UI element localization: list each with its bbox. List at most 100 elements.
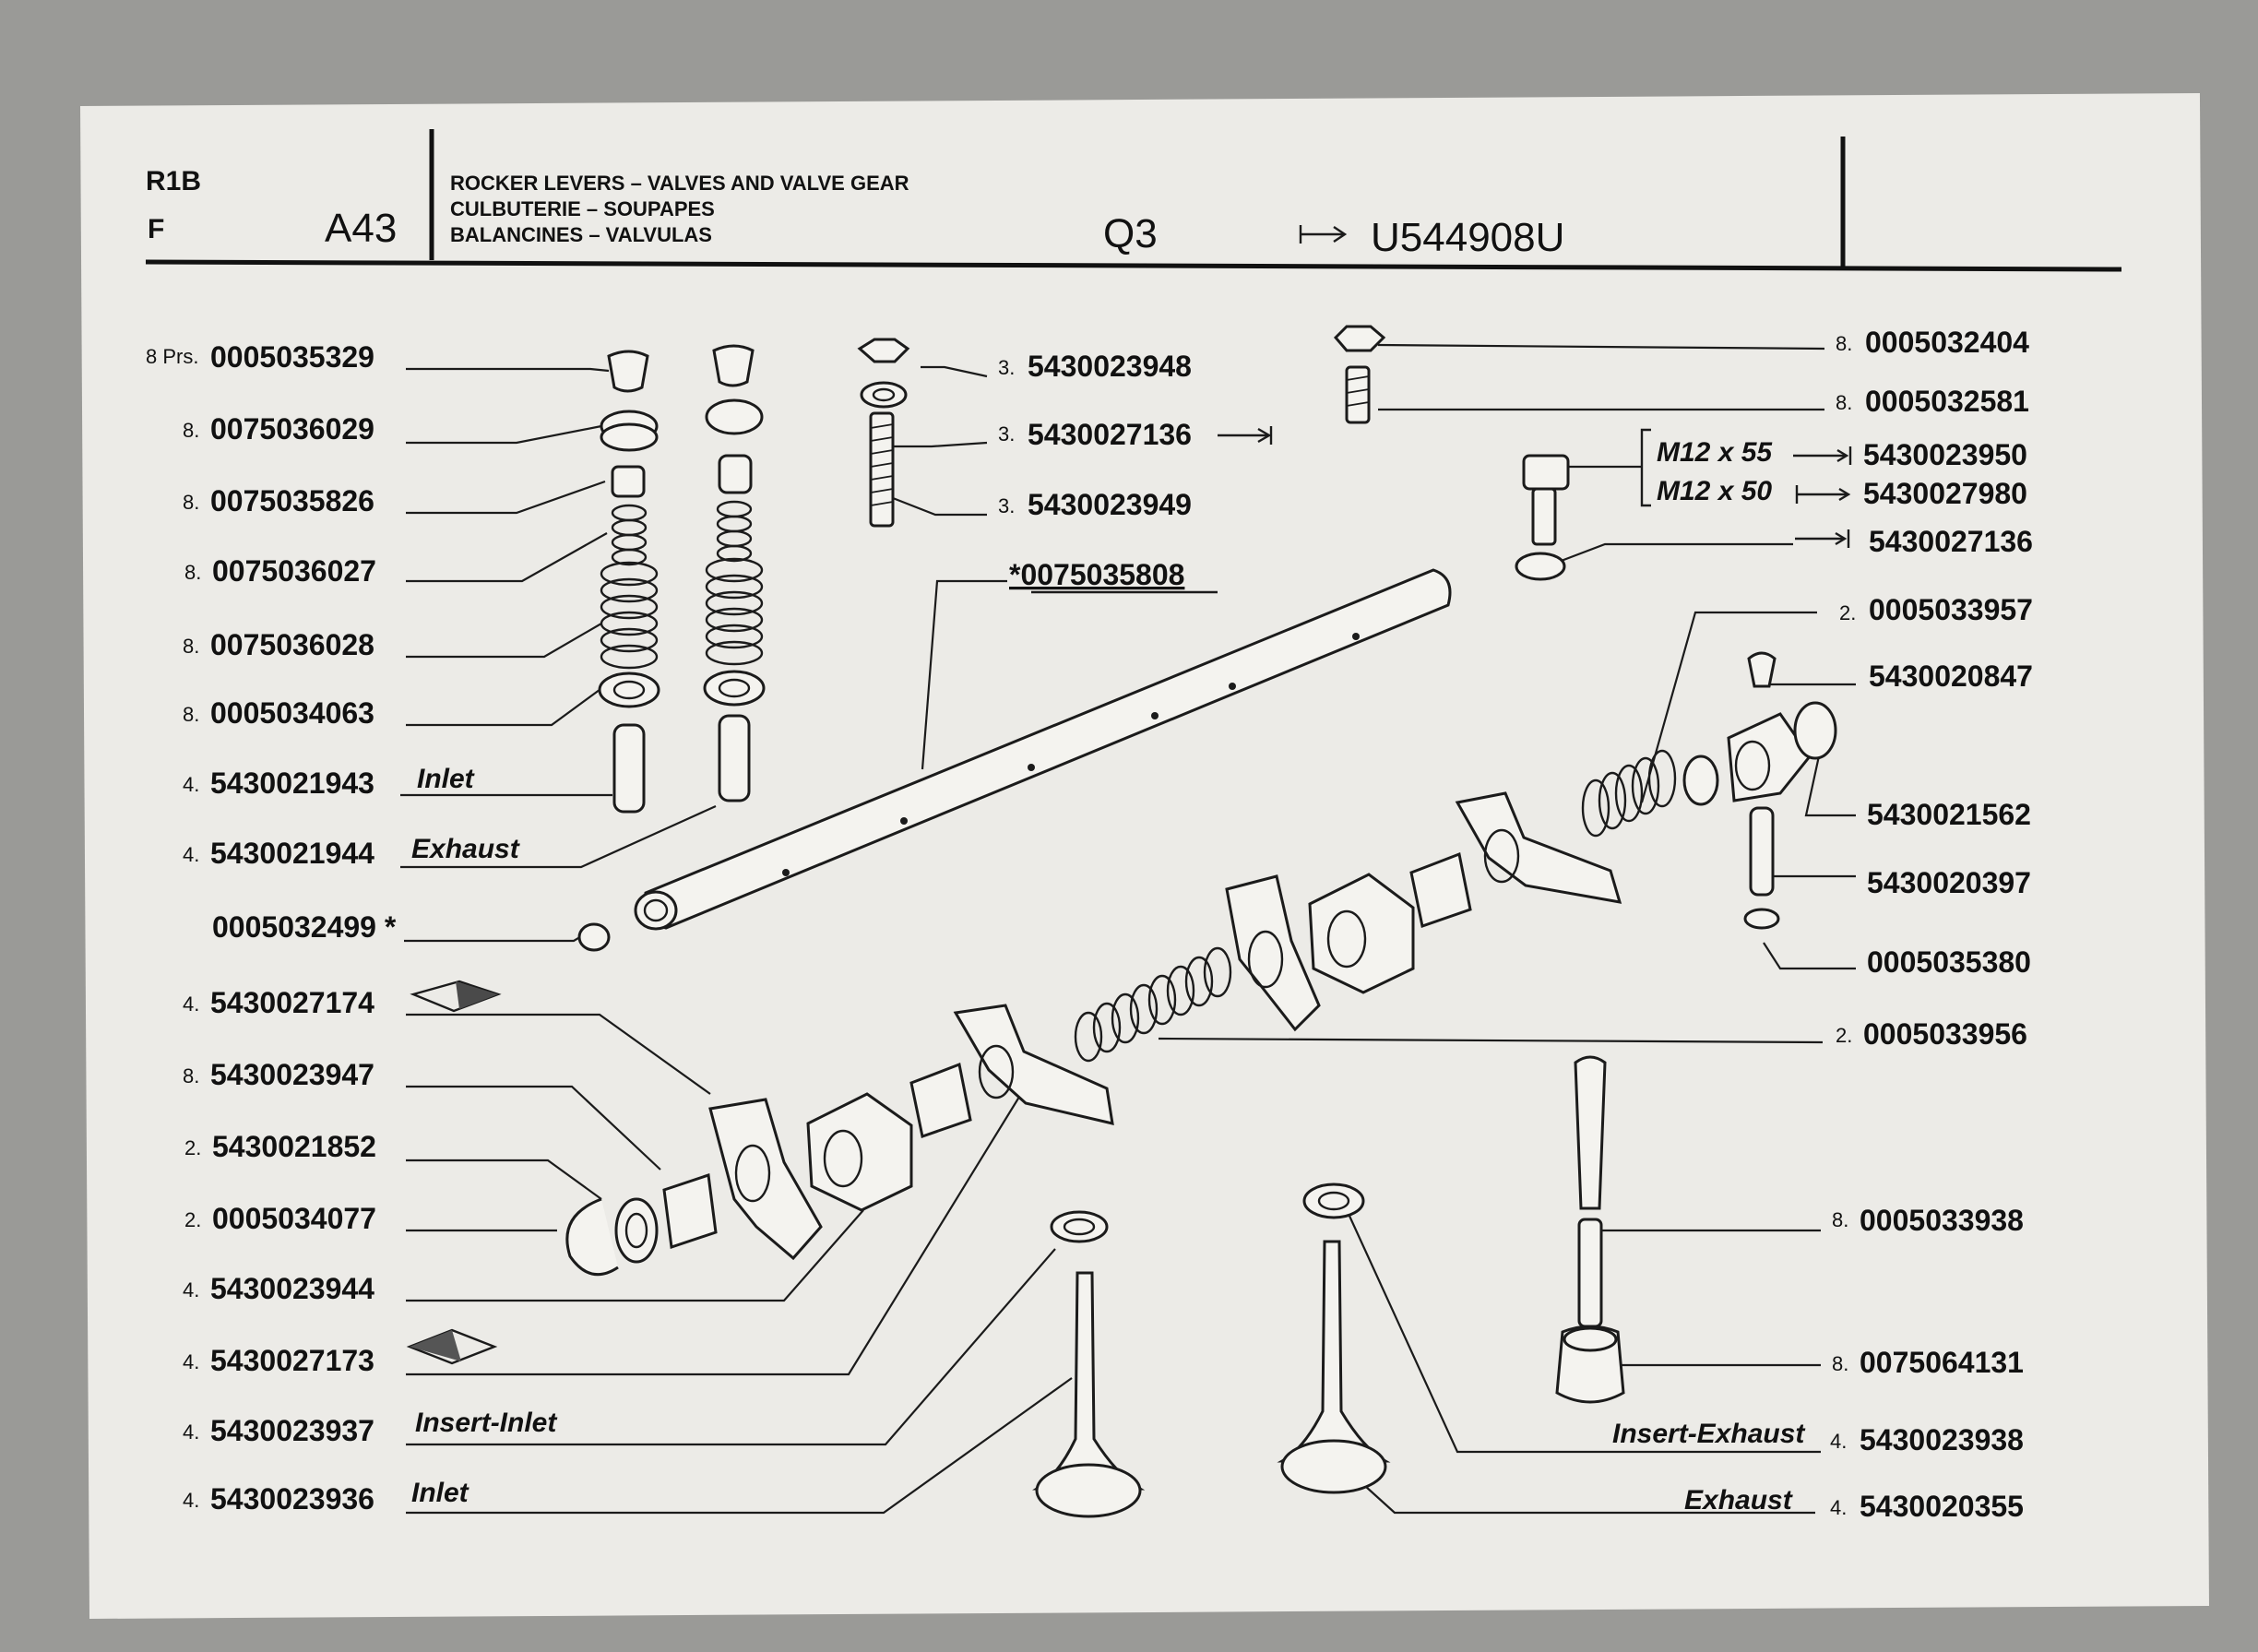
valve-collet xyxy=(607,350,649,393)
valves xyxy=(1032,1183,1391,1518)
part-number: 5430021943 xyxy=(210,767,374,800)
svg-text:4.: 4. xyxy=(183,1278,199,1301)
callout-row: 5430020397 xyxy=(1867,866,2031,899)
catalog-sheet xyxy=(80,92,2209,1619)
svg-text:8.: 8. xyxy=(183,419,199,442)
svg-text:4.: 4. xyxy=(183,1489,199,1512)
svg-text:8.: 8. xyxy=(1836,391,1852,414)
part-number: 5430027136 xyxy=(1869,525,2033,558)
flange-bolt xyxy=(1522,454,1570,491)
callout-row: 4.5430027173 xyxy=(183,1344,374,1377)
shaft-spacer xyxy=(662,1173,718,1249)
part-number: 0005034077 xyxy=(212,1202,376,1235)
bolt-size-note: M12 x 50 xyxy=(1657,476,1772,506)
valve-insert-exhaust xyxy=(1302,1183,1365,1219)
part-number: 5430021944 xyxy=(210,837,374,870)
callout-row: 8.0005033938 xyxy=(1832,1204,2024,1237)
rocker-lever xyxy=(1225,874,1321,1032)
svg-text:2.: 2. xyxy=(184,1208,201,1231)
part-number: 5430027174 xyxy=(210,986,374,1019)
callout-row: 8.0075036028 xyxy=(183,628,374,661)
stud-washer xyxy=(860,381,908,409)
part-number: 0075036029 xyxy=(210,412,374,446)
callout-row: 3.5430023949 xyxy=(998,488,1192,521)
model-code: R1B xyxy=(146,166,201,196)
valve-stack-inlet xyxy=(598,350,660,814)
shaft-spacer xyxy=(909,1062,972,1138)
inner-spring xyxy=(611,504,648,566)
pushrod xyxy=(1577,1218,1603,1328)
svg-text:2.: 2. xyxy=(1836,1024,1852,1047)
bolt-washer xyxy=(1515,552,1566,581)
callout-row: 3.5430027136 xyxy=(998,418,1192,451)
svg-text:8.: 8. xyxy=(184,561,201,584)
svg-text:4.: 4. xyxy=(183,843,199,866)
serial-number: U544908U xyxy=(1371,215,1564,260)
part-note: Inlet xyxy=(417,764,476,794)
svg-text:3.: 3. xyxy=(998,356,1015,379)
rocker-lever xyxy=(708,1098,823,1261)
svg-text:8.: 8. xyxy=(183,491,199,514)
svg-text:8.: 8. xyxy=(1836,332,1852,355)
part-number: 5430023938 xyxy=(1860,1423,2024,1456)
part-number: 5430020355 xyxy=(1860,1490,2024,1523)
svg-text:8.: 8. xyxy=(1832,1208,1848,1231)
shaft-washer xyxy=(614,1197,659,1264)
hex-nut xyxy=(1333,325,1386,352)
part-note: Exhaust xyxy=(1684,1485,1794,1515)
arrow-icon xyxy=(1793,446,1852,465)
shaft-washer xyxy=(1682,755,1719,806)
svg-text:4.: 4. xyxy=(183,1420,199,1444)
arrow-icon xyxy=(1795,529,1850,548)
inner-spring xyxy=(716,500,753,563)
oil-banjo-washer xyxy=(1793,701,1837,760)
part-number: 0005032404 xyxy=(1865,326,2029,359)
callout-row: 8.0005032581 xyxy=(1836,385,2029,418)
svg-text:8.: 8. xyxy=(183,1064,199,1087)
callout-row: 8 Prs.0005035329 xyxy=(146,340,374,374)
rocker-lever-group-left xyxy=(565,1004,1114,1277)
part-note: Inlet xyxy=(411,1478,470,1508)
callouts-center: 3.5430023948 3.5430027136 3.5430023949 *… xyxy=(998,350,1273,594)
svg-text:3.: 3. xyxy=(998,494,1015,517)
part-number: 0005034063 xyxy=(210,696,374,730)
cutaway-marker-icon xyxy=(410,980,502,1013)
callout-row: 8.0075035826 xyxy=(183,484,374,517)
banjo-bolt xyxy=(1747,651,1777,688)
callout-row: 8.0075064131 xyxy=(1832,1346,2024,1379)
part-number: 0005033957 xyxy=(1869,593,2033,626)
part-number: 0005035380 xyxy=(1867,945,2031,979)
circlip xyxy=(565,1197,619,1277)
callout-row: 8. 0075036029 xyxy=(183,412,374,446)
part-number: 0005033956 xyxy=(1863,1017,2027,1051)
rocker-shaft-end-bracket xyxy=(1682,651,1837,930)
header-rule xyxy=(145,259,2122,272)
callout-row: 0005032499 * xyxy=(212,910,397,944)
title-english: ROCKER LEVERS – VALVES AND VALVE GEAR xyxy=(450,172,909,195)
svg-text:8.: 8. xyxy=(183,703,199,726)
svg-text:8 Prs.: 8 Prs. xyxy=(146,345,198,368)
callout-row: 8.0075036027 xyxy=(184,554,376,588)
svg-text:8.: 8. xyxy=(183,635,199,658)
valve-guide-exhaust xyxy=(718,714,751,802)
part-number: 0005032499 * xyxy=(212,910,397,944)
callout-row: 5430021562 xyxy=(1867,798,2031,831)
rocker-spring-center xyxy=(1074,946,1232,1063)
from-serial-arrow-icon xyxy=(1299,225,1348,244)
svg-text:4.: 4. xyxy=(183,773,199,796)
svg-text:4.: 4. xyxy=(1830,1430,1847,1453)
spring-seat xyxy=(611,465,646,498)
part-number: 5430023947 xyxy=(210,1058,374,1091)
callout-row: 5430027136 xyxy=(1869,525,2033,558)
shaft-plug xyxy=(577,922,611,952)
rocker-shaft xyxy=(577,568,1452,952)
svg-text:2.: 2. xyxy=(184,1136,201,1159)
rocker-stud-assembly xyxy=(857,338,910,528)
part-number: 5430027173 xyxy=(210,1344,374,1377)
